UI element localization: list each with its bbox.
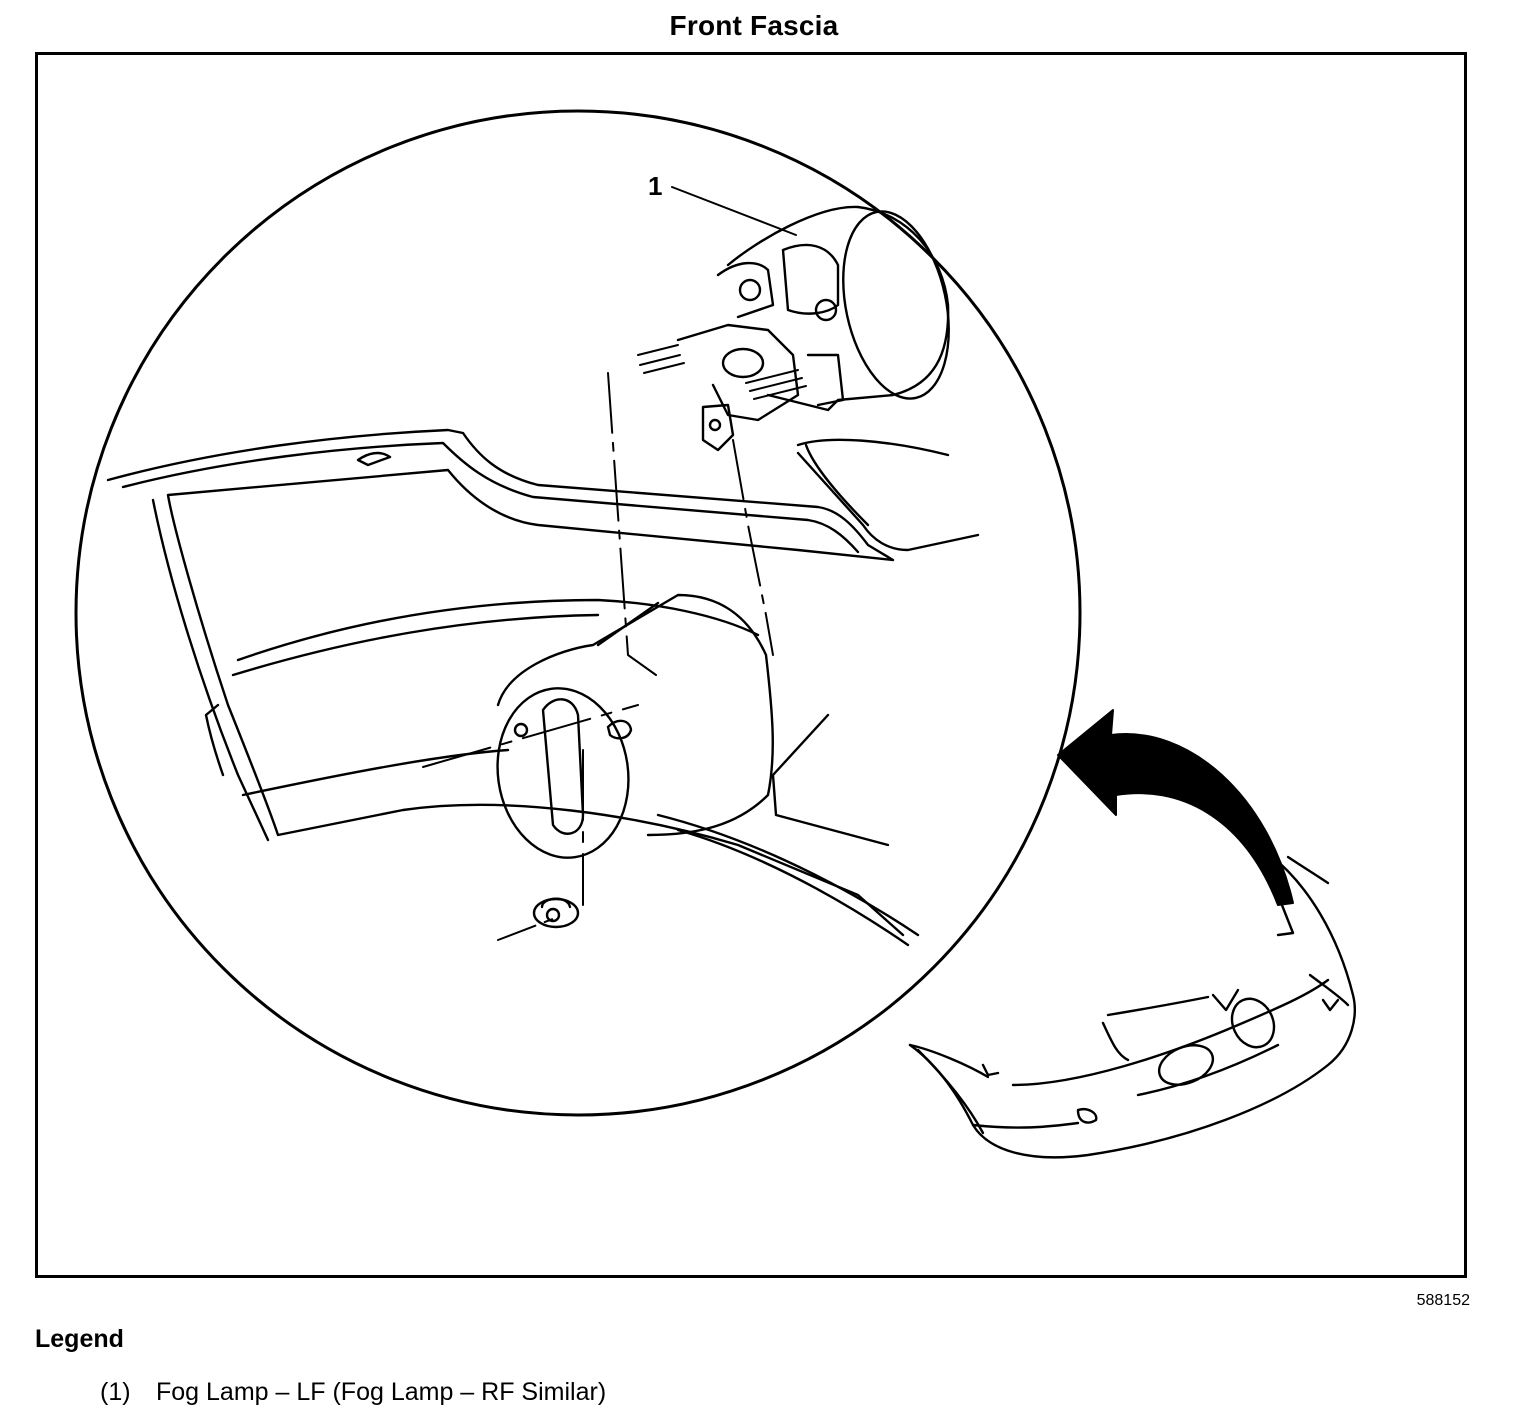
callout-1: 1 bbox=[648, 171, 797, 236]
legend-item-number: (1) bbox=[100, 1378, 131, 1406]
front-bumper-overview bbox=[908, 853, 1356, 1159]
fog-lamp-unit bbox=[637, 205, 950, 452]
illustration-frame: 1 bbox=[35, 52, 1467, 1278]
alignment-lines bbox=[422, 372, 774, 941]
exploded-view-illustration: 1 bbox=[74, 109, 1356, 1159]
fascia-bracket-detail bbox=[106, 428, 980, 947]
callout-number: 1 bbox=[648, 171, 662, 201]
diagram-title: Front Fascia bbox=[669, 10, 839, 41]
detail-view-circle bbox=[74, 109, 1082, 1117]
nut-fastener bbox=[532, 897, 580, 929]
legend-heading: Legend bbox=[35, 1325, 124, 1353]
legend-item-label: Fog Lamp – LF (Fog Lamp – RF Similar) bbox=[156, 1378, 607, 1406]
pointer-arrow bbox=[1057, 709, 1294, 906]
figure-number: 588152 bbox=[1416, 1292, 1470, 1309]
legend-item: (1) Fog Lamp – LF (Fog Lamp – RF Similar) bbox=[100, 1378, 606, 1407]
fog-lamp-housing bbox=[496, 593, 774, 859]
